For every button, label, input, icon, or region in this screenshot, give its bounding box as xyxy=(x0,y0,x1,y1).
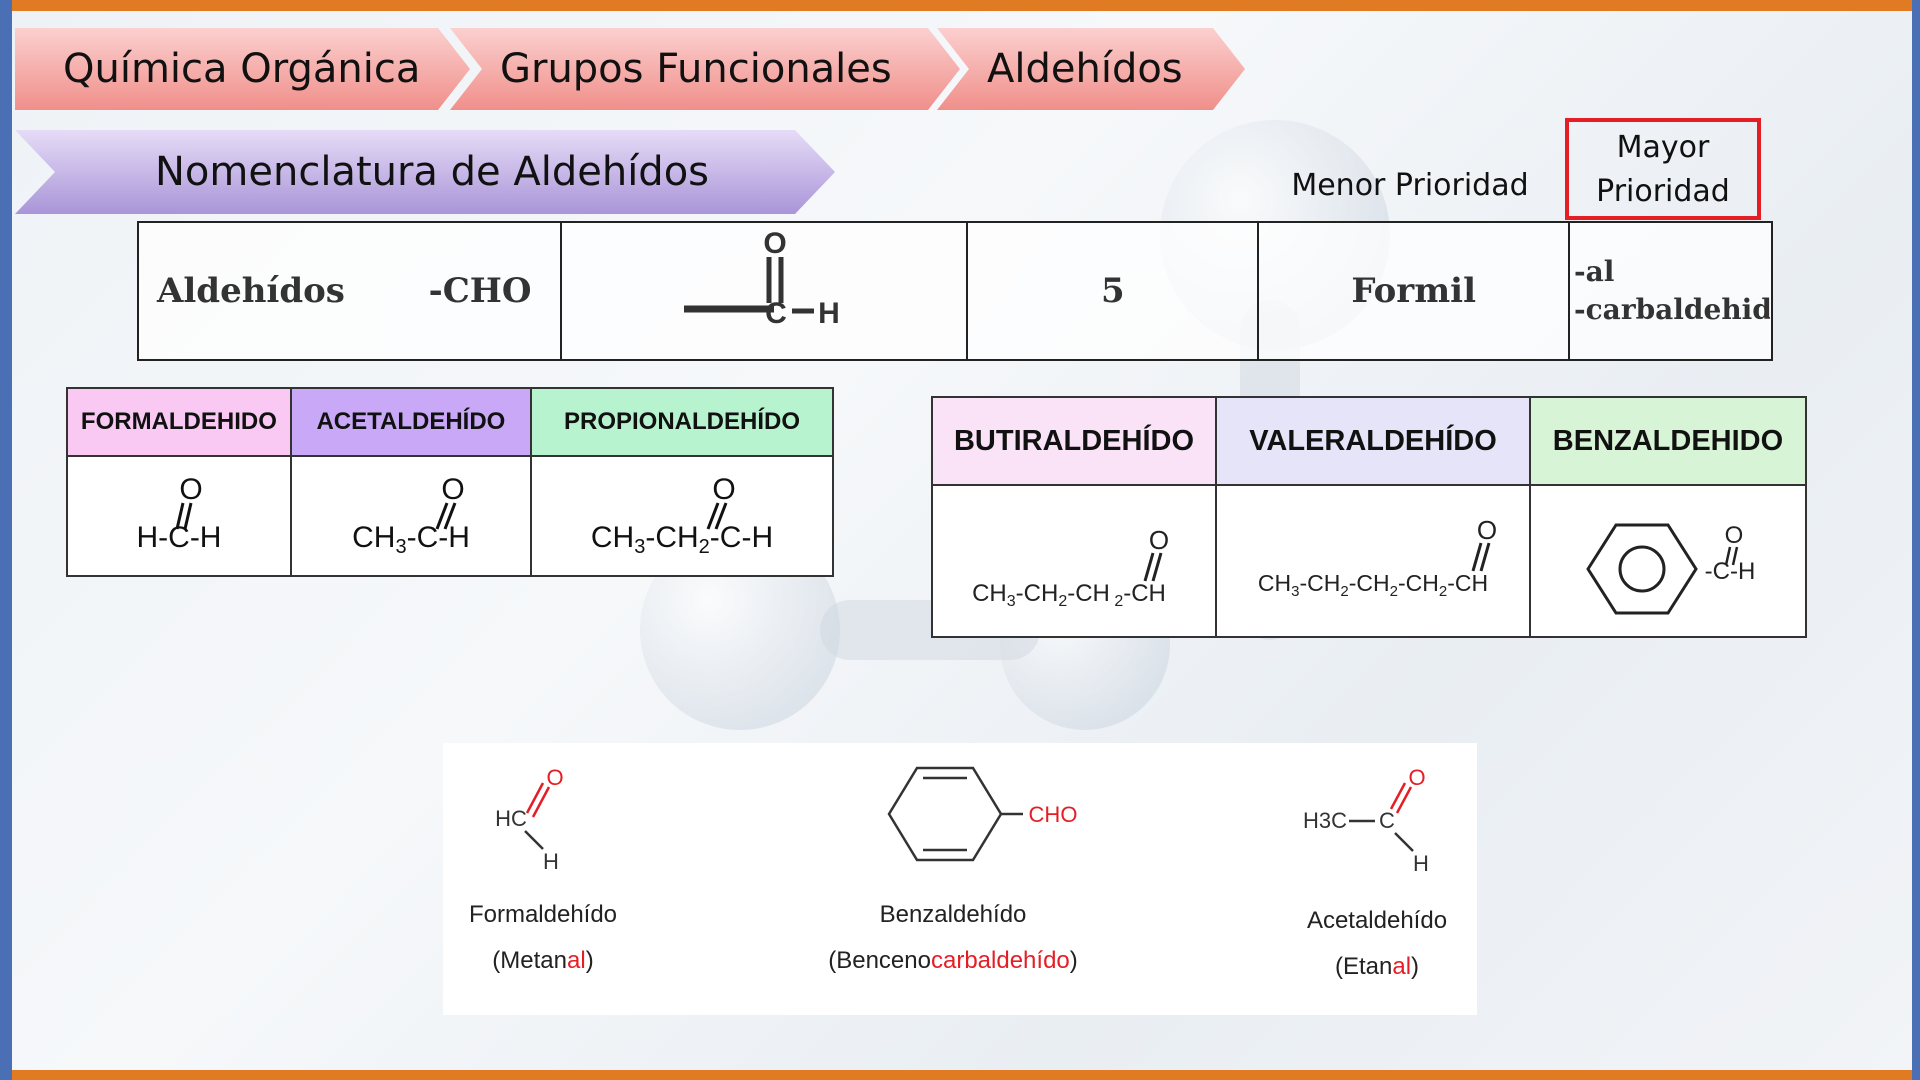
example-name: Acetaldehído xyxy=(1306,907,1448,934)
iupac-suffix: al xyxy=(567,947,586,974)
breadcrumb-item-grupos-funcionales[interactable]: Grupos Funcionales xyxy=(450,28,960,110)
group-name: Aldehídos xyxy=(157,271,345,311)
acetaldehido-example: Acetaldehído (Etanal) xyxy=(1277,907,1477,981)
left-border xyxy=(0,0,12,1080)
structure-oxygen: O xyxy=(1477,515,1497,545)
iupac-prefix: (Metan xyxy=(492,947,567,974)
table-header: PROPIONALDEHÍDO xyxy=(530,387,834,457)
high-priority-highlight xyxy=(1565,118,1761,220)
iupac-end: ) xyxy=(1069,947,1078,974)
structure-oxygen: O xyxy=(712,473,735,506)
valeraldehido-structure: O CH3-CH2-CH2-CH2-CH xyxy=(1258,515,1497,600)
formaldehido-skeletal-structure: HC O H xyxy=(495,765,563,873)
benzaldehido-example: Benzaldehído (Bencenocarbaldehído) xyxy=(803,901,1103,975)
prefix-cell: Formil xyxy=(1257,221,1570,361)
benzaldehido-structure: O -C-H xyxy=(1586,522,1756,614)
structure-oxygen: O xyxy=(1149,525,1169,555)
functional-group-row: Aldehídos -CHO O C H 5 Formil -al -carba… xyxy=(136,221,1773,361)
structure-c: C xyxy=(1379,808,1395,833)
benzaldehido-skeletal-structure: CHO xyxy=(887,766,1078,862)
propionaldehido-structure-cell: O CH3-CH2-C-H xyxy=(530,455,834,577)
structure-oxygen: O xyxy=(179,473,202,506)
example-name: Formaldehído xyxy=(468,901,618,928)
low-priority-label: Menor Prioridad xyxy=(1291,168,1529,203)
section-title-text: Nomenclatura de Aldehídos xyxy=(155,149,710,195)
acetaldehido-structure: O CH3-C-H xyxy=(352,473,470,558)
suffix-line1: -al xyxy=(1574,255,1615,288)
structure-o: O xyxy=(546,765,563,790)
group-structure-ch: C xyxy=(765,297,787,330)
breadcrumb-label: Química Orgánica xyxy=(63,46,421,92)
structure-base: H-C-H xyxy=(136,521,221,554)
example-iupac: (Etanal) xyxy=(1277,953,1477,981)
table-header: BUTIRALDEHÍDO xyxy=(931,396,1217,486)
structure-oxygen: O xyxy=(441,473,464,506)
prefix-text: Formil xyxy=(1351,271,1477,311)
group-structure-o: O xyxy=(763,227,786,260)
benzaldehido-structure-cell: O -C-H xyxy=(1529,484,1807,638)
iupac-prefix: (Etan xyxy=(1334,953,1393,980)
table-header: VALERALDEHÍDO xyxy=(1215,396,1531,486)
group-structure-h: H xyxy=(818,297,840,330)
iupac-end: ) xyxy=(585,947,594,974)
breadcrumb-label: Grupos Funcionales xyxy=(500,46,892,92)
butiraldehido-structure: O CH3-CH2-CH 2-CH xyxy=(972,525,1169,610)
group-structure-cell: O C H xyxy=(560,221,969,361)
high-priority-label-line2: Prioridad xyxy=(1596,174,1730,209)
acetaldehido-skeletal-structure: H3C C O H xyxy=(1303,765,1429,875)
table-header: ACETALDEHÍDO xyxy=(289,387,533,457)
priority-number-cell: 5 xyxy=(966,221,1260,361)
structure-base: CH3-CH2-CH 2-CH xyxy=(972,580,1166,610)
simple-aldehydes-table: FORMALDEHIDO ACETALDEHÍDO PROPIONALDEHÍD… xyxy=(66,387,834,577)
table-header: FORMALDEHIDO xyxy=(66,387,292,457)
structure-base: CH3-CH2-C-H xyxy=(591,521,773,558)
structure-h: H xyxy=(1413,851,1429,875)
structure-hc: HC xyxy=(495,806,527,831)
iupac-suffix: carbaldehído xyxy=(930,947,1070,974)
bottom-border xyxy=(0,1070,1920,1080)
breadcrumb-label: Aldehídos xyxy=(987,46,1183,92)
priority-number: 5 xyxy=(1100,271,1125,311)
aldehyde-group-structure: O C H xyxy=(684,227,840,330)
example-iupac: (Metanal) xyxy=(443,947,643,975)
structure-h: H xyxy=(543,849,559,873)
iupac-end: ) xyxy=(1411,953,1420,980)
formaldehido-example: Formaldehído (Metanal) xyxy=(443,901,643,975)
butiraldehido-structure-cell: O CH3-CH2-CH 2-CH xyxy=(931,484,1217,638)
propionaldehido-structure: O CH3-CH2-C-H xyxy=(591,473,773,558)
structure-base: CH3-CH2-CH2-CH2-CH xyxy=(1258,570,1488,600)
suffix-cell: -al -carbaldehid xyxy=(1568,221,1773,361)
right-border xyxy=(1912,0,1920,1080)
structure-base: -C-H xyxy=(1705,558,1756,585)
group-formula: -CHO xyxy=(428,271,532,311)
structure-h3c: H3C xyxy=(1303,808,1347,833)
iupac-suffix: al xyxy=(1392,953,1412,980)
top-border xyxy=(0,0,1920,11)
breadcrumb-item-quimica-organica[interactable]: Química Orgánica xyxy=(15,28,470,110)
high-priority-label-line1: Mayor xyxy=(1616,130,1710,165)
structure-oxygen: O xyxy=(1725,522,1744,549)
table-header: BENZALDEHIDO xyxy=(1529,396,1807,486)
formaldehido-structure: O H-C-H xyxy=(136,473,221,554)
acetaldehido-structure-cell: O CH3-C-H xyxy=(289,455,533,577)
valeraldehido-structure-cell: O CH3-CH2-CH2-CH2-CH xyxy=(1215,484,1531,638)
iupac-prefix: (Benceno xyxy=(828,947,931,974)
aldehyde-examples-panel: HC O H Formaldehído (Metanal) CHO Benzal… xyxy=(443,743,1477,1015)
formaldehido-structure-cell: O H-C-H xyxy=(66,455,292,577)
structure-o: O xyxy=(1408,765,1425,790)
section-title: Nomenclatura de Aldehídos xyxy=(15,130,835,214)
structure-base: CH3-C-H xyxy=(352,521,470,558)
larger-aldehydes-table: BUTIRALDEHÍDO VALERALDEHÍDO BENZALDEHIDO… xyxy=(931,396,1807,638)
example-name: Benzaldehído xyxy=(879,901,1027,928)
example-iupac: (Bencenocarbaldehído) xyxy=(803,947,1103,975)
breadcrumb-item-aldehidos[interactable]: Aldehídos xyxy=(937,28,1245,110)
group-name-cell: Aldehídos -CHO xyxy=(136,221,563,361)
structure-cho: CHO xyxy=(1029,802,1078,827)
suffix-line2: -carbaldehid xyxy=(1574,293,1770,326)
